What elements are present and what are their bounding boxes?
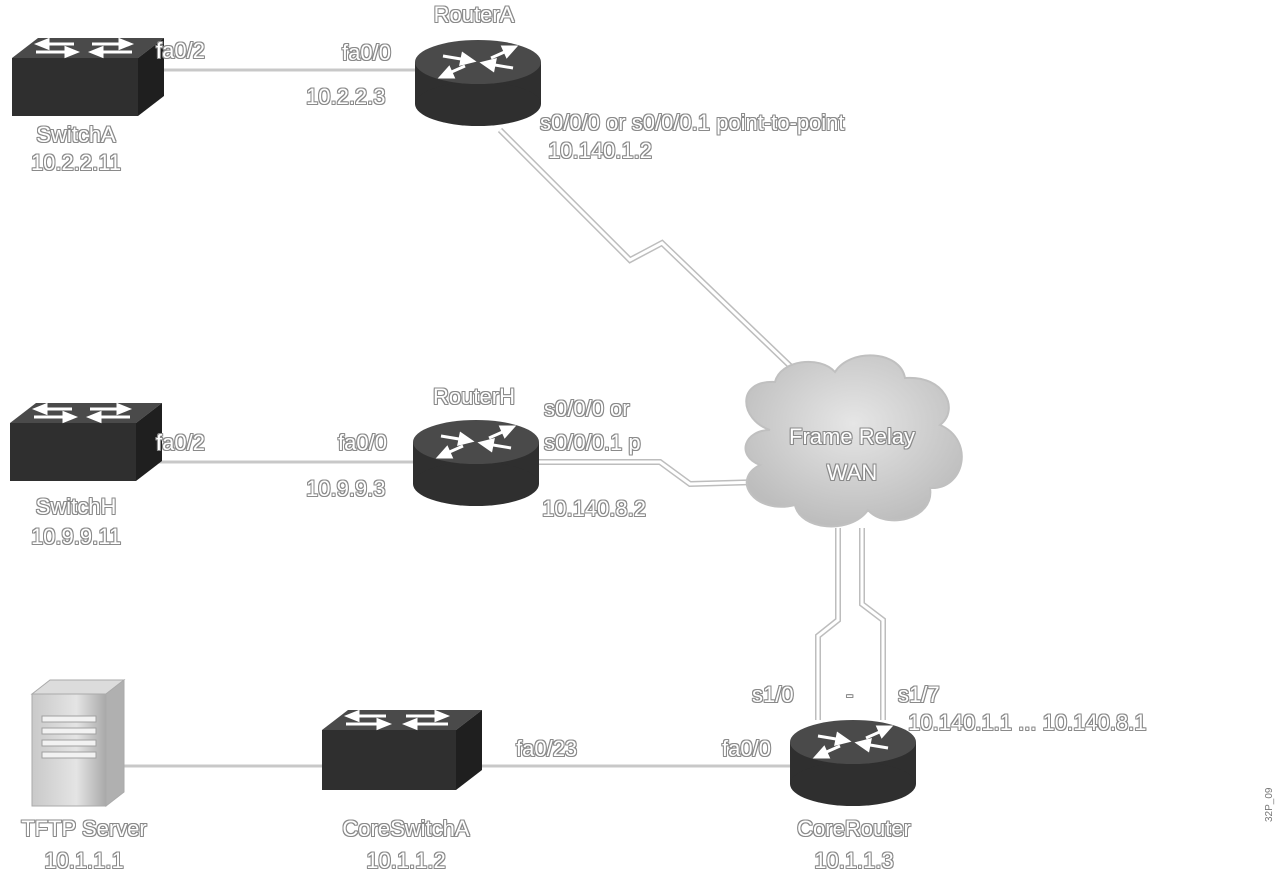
router-a-lan-ip: 10.2.2.3 bbox=[306, 84, 386, 109]
core-router-wan-port-dot: - bbox=[846, 682, 854, 707]
router-h-wan-port-line2: s0/0/0.1 p bbox=[544, 430, 641, 455]
router-a-name: RouterA bbox=[433, 2, 515, 27]
serial-link-cloud-corerouter-2 bbox=[859, 528, 886, 720]
switch-a-ip: 10.2.2.11 bbox=[30, 150, 122, 175]
router-a-wan-port: s0/0/0 or s0/0/0.1 point-to-point bbox=[540, 110, 845, 135]
switch-icon bbox=[12, 37, 164, 116]
core-router-lan-port: fa0/0 bbox=[722, 736, 771, 761]
switch-a-port: fa0/2 bbox=[156, 38, 205, 63]
router-h-lan-port: fa0/0 bbox=[338, 430, 387, 455]
router-icon bbox=[790, 720, 916, 806]
cloud-label-line1: Frame Relay bbox=[789, 424, 915, 449]
router-icon bbox=[415, 40, 541, 126]
core-switch-port: fa0/23 bbox=[516, 736, 578, 761]
tftp-server-name: TFTP Server bbox=[21, 816, 147, 841]
serial-link-routerh-cloud bbox=[538, 459, 761, 488]
cloud-label-line2: WAN bbox=[826, 460, 878, 485]
server-icon bbox=[30, 678, 126, 808]
serial-link-routera-cloud bbox=[497, 127, 813, 388]
core-router-wan-ips: 10.140.1.1 ... 10.140.8.1 bbox=[908, 710, 1147, 735]
switch-h-port: fa0/2 bbox=[156, 430, 205, 455]
core-router-name: CoreRouter bbox=[797, 816, 911, 841]
switch-icon bbox=[10, 402, 162, 481]
core-router-wan-port-left: s1/0 bbox=[752, 682, 794, 707]
router-a-lan-port: fa0/0 bbox=[342, 40, 391, 65]
router-icon bbox=[413, 420, 539, 506]
core-router-ip: 10.1.1.3 bbox=[814, 848, 894, 873]
switch-icon bbox=[322, 709, 482, 790]
links bbox=[122, 68, 886, 768]
router-h-wan-ip: 10.140.8.2 bbox=[542, 496, 646, 521]
frame-relay-cloud-icon bbox=[744, 354, 963, 528]
core-switch-ip: 10.1.1.2 bbox=[366, 848, 446, 873]
core-switch-name: CoreSwitchA bbox=[342, 816, 470, 841]
figure-id: 32P_09 bbox=[1264, 787, 1275, 822]
router-h-lan-ip: 10.9.9.3 bbox=[306, 476, 386, 501]
switch-h-name: SwitchH bbox=[35, 494, 117, 519]
tftp-server-ip: 10.1.1.1 bbox=[44, 848, 124, 873]
router-h-wan-port-line1: s0/0/0 or bbox=[544, 396, 630, 421]
switch-a-name: SwitchA bbox=[36, 122, 116, 147]
router-h-name: RouterH bbox=[433, 384, 515, 409]
core-router-wan-port-right: s1/7 bbox=[898, 682, 940, 707]
switch-h-ip: 10.9.9.11 bbox=[30, 524, 122, 549]
router-a-wan-ip: 10.140.1.2 bbox=[548, 138, 652, 163]
